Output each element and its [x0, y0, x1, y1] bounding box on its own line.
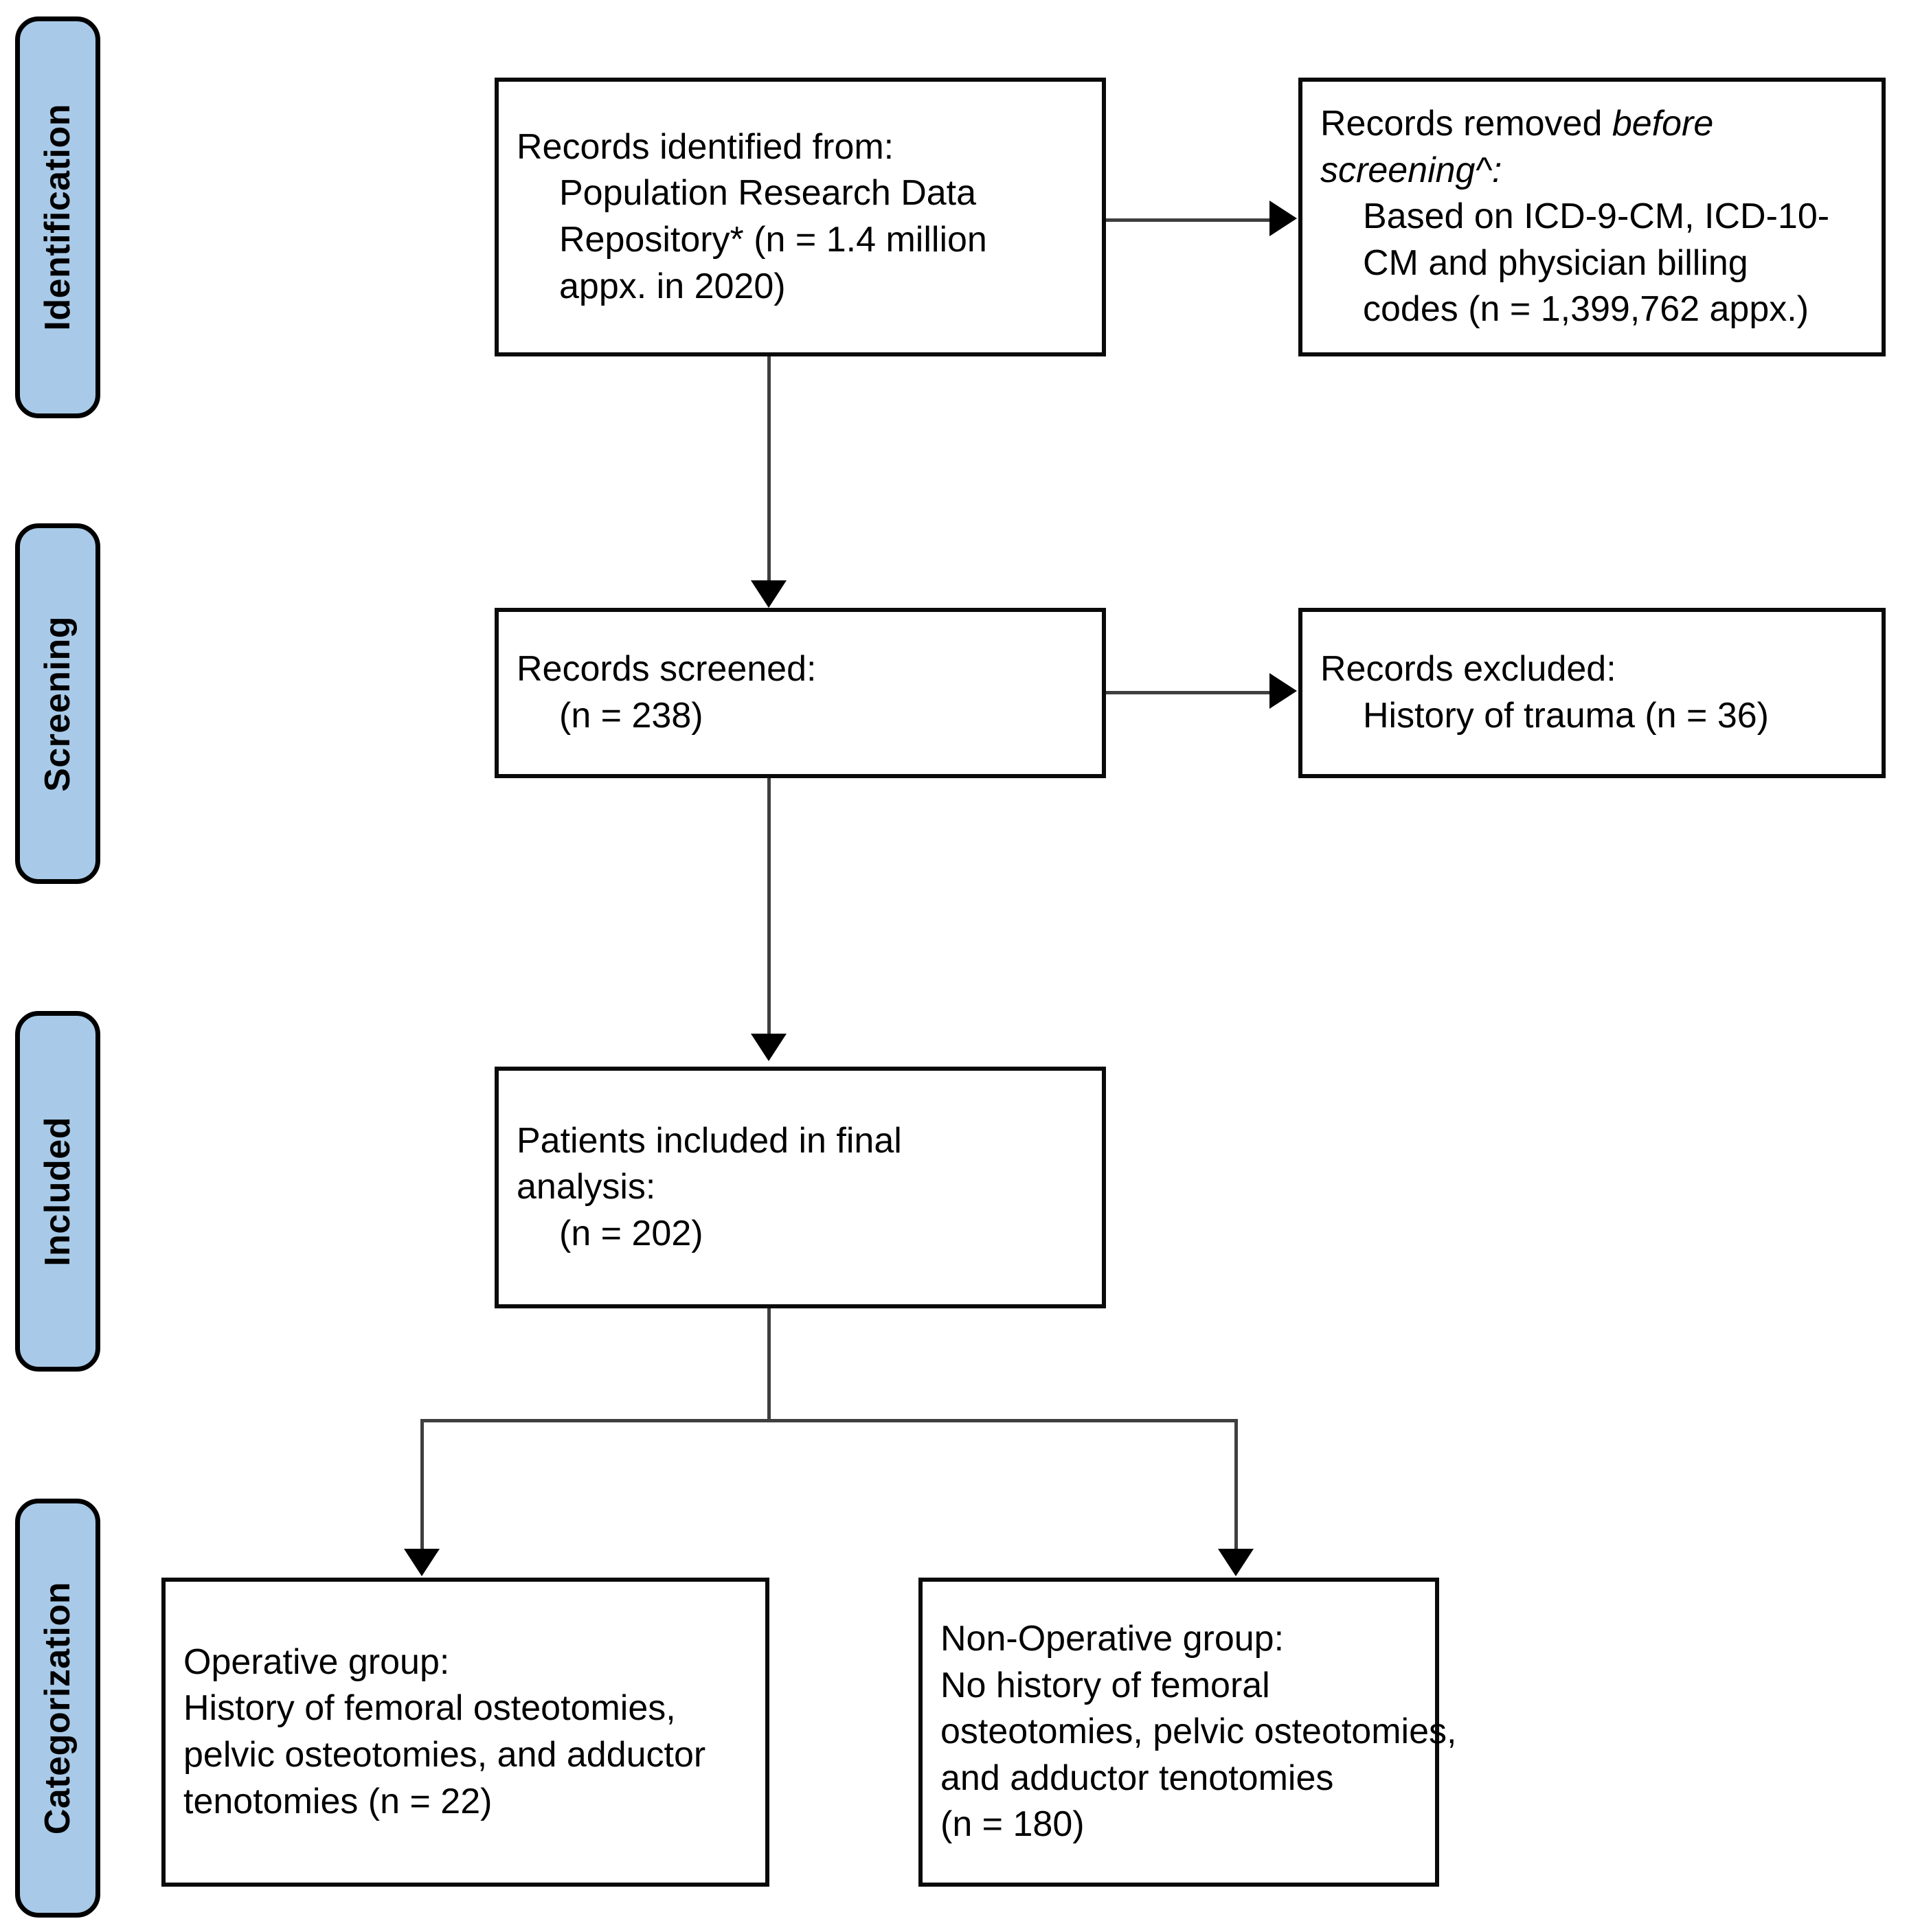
connector-screened-to-included-arrowhead [751, 1034, 787, 1061]
box-records-screened: Records screened: (n = 238) [495, 608, 1106, 778]
line-2: No history of femoral [940, 1665, 1270, 1705]
stage-label-screening: Screening [38, 615, 78, 792]
connector-included-to-operative-arrowhead [404, 1549, 440, 1576]
connector-included-to-non-operative-arrowhead [1218, 1549, 1254, 1576]
connector-screened-to-excluded-line [1106, 691, 1272, 694]
line-1: Records screened: [517, 649, 817, 690]
box-records-removed-text: Records removed before screening^: Based… [1302, 101, 1882, 333]
connector-identified-to-removed-arrowhead [1269, 201, 1297, 236]
stage-bar-categorization: Categorization [15, 1499, 100, 1918]
line-4: and adductor tenotomies [940, 1758, 1334, 1798]
stage-label-included: Included [38, 1116, 78, 1266]
connector-included-split-crossbar [420, 1419, 1238, 1422]
connector-screened-to-excluded-arrowhead [1269, 673, 1297, 709]
box-records-removed-before-screening: Records removed before screening^: Based… [1298, 78, 1886, 356]
stage-label-identification: Identification [38, 104, 78, 331]
connector-identified-to-screened-line [767, 356, 771, 587]
line-2-italic: screening^: [1320, 150, 1502, 190]
stage-bar-identification: Identification [15, 16, 100, 418]
connector-included-split-stem [767, 1308, 771, 1422]
line-2: analysis: [517, 1167, 656, 1207]
connector-identified-to-screened-arrowhead [751, 580, 787, 608]
box-records-identified-text: Records identified from: Population Rese… [499, 124, 1102, 310]
box-non-operative-group-text: Non-Operative group: No history of femor… [923, 1616, 1457, 1848]
line-3: Repository* (n = 1.4 million [559, 220, 987, 260]
line-5: codes (n = 1,399,762 appx.) [1363, 289, 1809, 330]
box-patients-included-final-analysis: Patients included in final analysis: (n … [495, 1067, 1106, 1308]
line-1: Records removed before [1320, 101, 1864, 148]
connector-identified-to-removed-line [1106, 218, 1272, 222]
line-3: Based on ICD-9-CM, ICD-10- [1363, 196, 1830, 237]
line-3: (n = 202) [559, 1213, 703, 1253]
line-1-italic: before [1612, 104, 1714, 144]
box-records-excluded: Records excluded: History of trauma (n =… [1298, 608, 1886, 778]
line-1-lead: Records removed [1320, 104, 1612, 144]
stage-bar-included: Included [15, 1011, 100, 1372]
line-2: Population Research Data [559, 173, 977, 214]
line-3: pelvic osteotomies, and adductor [183, 1735, 706, 1775]
connector-screened-to-included-line [767, 778, 771, 1039]
stage-label-categorization: Categorization [38, 1581, 78, 1835]
line-1: Non-Operative group: [940, 1619, 1285, 1659]
box-operative-group-text: Operative group: History of femoral oste… [166, 1639, 765, 1825]
box-records-identified: Records identified from: Population Rese… [495, 78, 1106, 356]
box-non-operative-group: Non-Operative group: No history of femor… [918, 1578, 1457, 1887]
line-1: Records excluded: [1320, 649, 1616, 690]
line-2: screening^: [1320, 148, 1864, 194]
line-1: Patients included in final [517, 1120, 902, 1161]
line-5: (n = 180) [940, 1804, 1085, 1845]
line-1: Records identified from: [517, 126, 894, 167]
line-4: tenotomies (n = 22) [183, 1781, 493, 1821]
box-operative-group: Operative group: History of femoral oste… [161, 1578, 769, 1887]
line-4: appx. in 2020) [559, 266, 786, 306]
stage-bar-screening: Screening [15, 523, 100, 884]
box-patients-included-text: Patients included in final analysis: (n … [499, 1118, 1102, 1258]
line-2: History of femoral osteotomies, [183, 1688, 676, 1729]
line-1: Operative group: [183, 1641, 450, 1682]
line-3: osteotomies, pelvic osteotomies, [940, 1712, 1457, 1752]
line-2: (n = 238) [559, 696, 703, 736]
box-records-screened-text: Records screened: (n = 238) [499, 646, 1102, 739]
connector-included-to-operative-line [420, 1419, 424, 1553]
connector-included-to-non-operative-line [1234, 1419, 1238, 1553]
box-records-excluded-text: Records excluded: History of trauma (n =… [1302, 646, 1882, 739]
line-2: History of trauma (n = 36) [1363, 696, 1769, 736]
line-4: CM and physician billing [1363, 242, 1748, 283]
